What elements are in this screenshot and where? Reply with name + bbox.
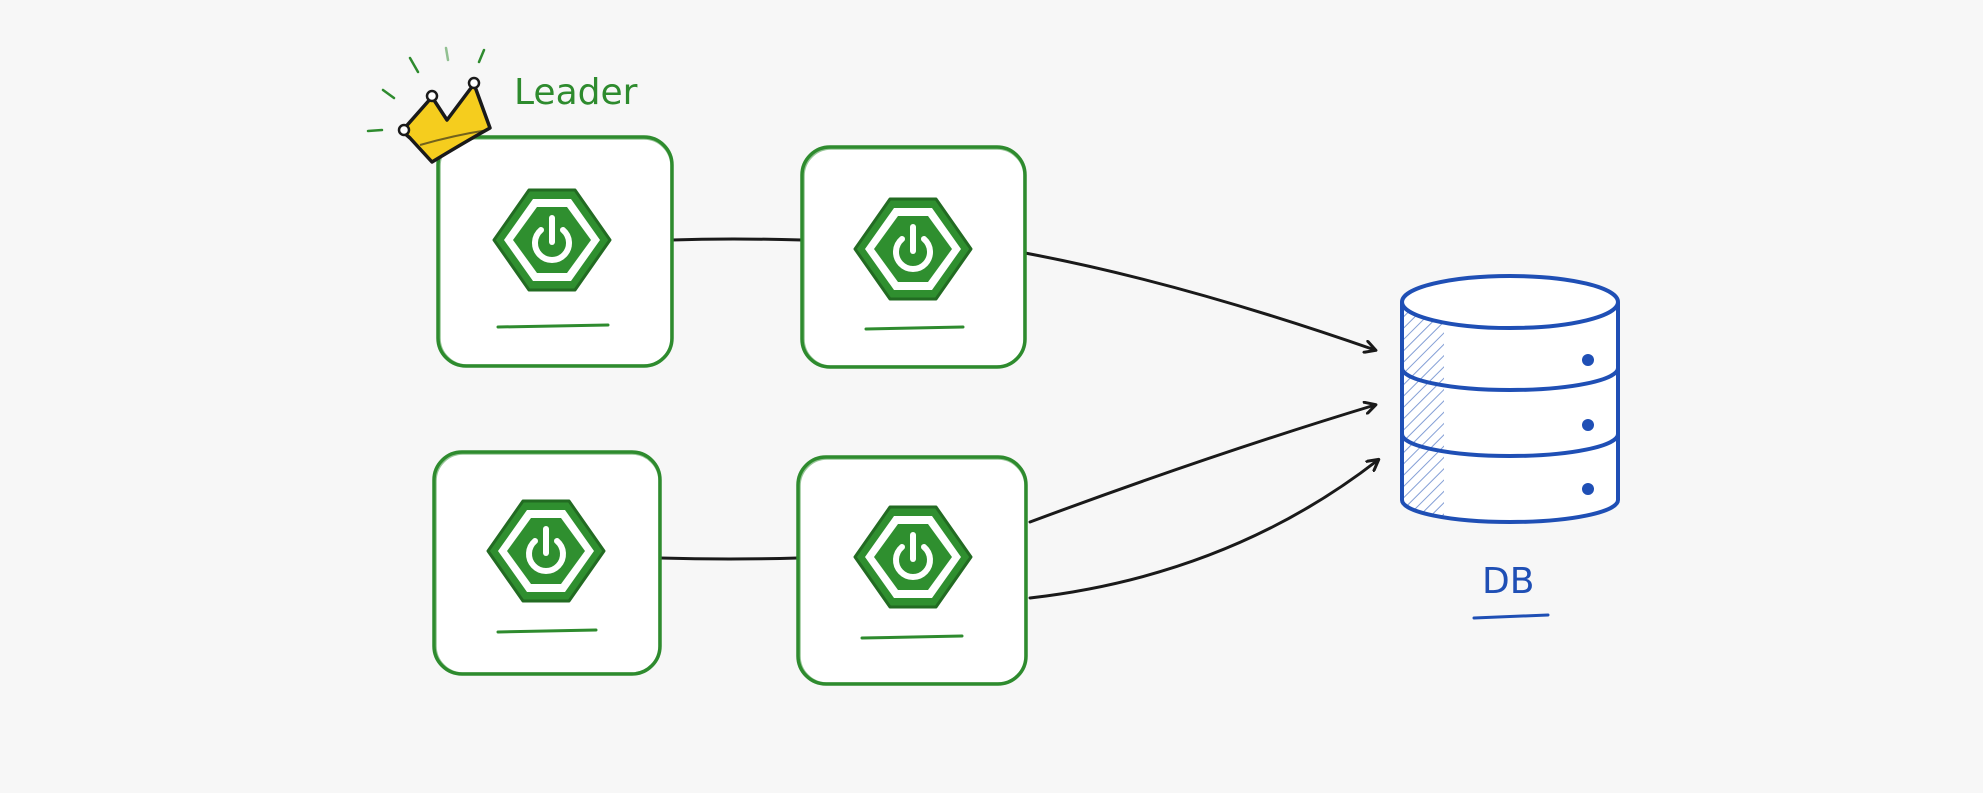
- link-leader-to-top-right: [670, 237, 804, 242]
- node-bottom-right: [796, 455, 1028, 686]
- node-bottom-left: [432, 450, 662, 676]
- crown-icon: [366, 46, 492, 164]
- arrow-top-right-to-db: [1023, 251, 1375, 350]
- db-label: DB: [1482, 561, 1534, 602]
- node-leader: [436, 135, 674, 368]
- db-label-underline: [1472, 613, 1550, 620]
- database-cylinder-icon: [1400, 274, 1620, 524]
- node-top-right: [800, 145, 1027, 369]
- leader-label: Leader: [514, 72, 638, 113]
- arrow-bottom-right-to-db-upper: [1028, 405, 1375, 524]
- arrow-bottom-right-to-db-lower: [1028, 460, 1378, 600]
- link-bottom-left-to-bottom-right: [658, 556, 800, 561]
